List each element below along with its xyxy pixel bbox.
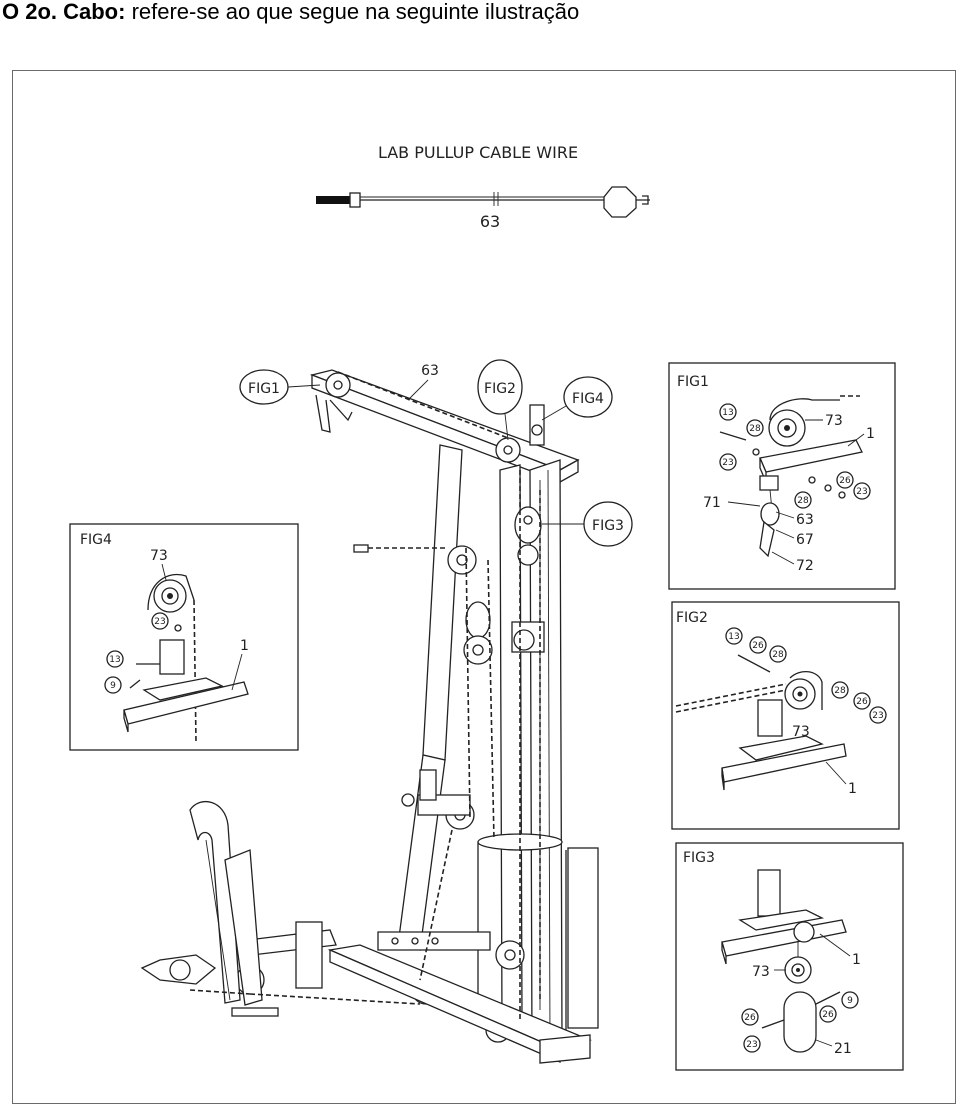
callout-fig3-text: FIG3 <box>592 518 624 534</box>
callout-fig2 <box>477 359 523 415</box>
fig4-part: 23 <box>154 617 165 627</box>
side-cable-grip <box>353 544 369 553</box>
fig1-part: 13 <box>722 408 733 418</box>
fig1-frame <box>668 362 896 590</box>
fig2-part: 23 <box>872 711 883 721</box>
fig1-part: 28 <box>749 424 761 434</box>
fig4-part: 9 <box>110 681 116 691</box>
fig1-ball-stop <box>760 502 780 526</box>
cable-part-number: 63 <box>480 212 500 231</box>
fig3-inset: FIG3 1 73 9 26 26 23 21 <box>675 842 904 1071</box>
fig2-part: 73 <box>792 724 810 740</box>
heading-prefix: O 2o. Cabo: <box>2 0 126 24</box>
fig2-part: 13 <box>728 632 739 642</box>
fig1-part: 23 <box>856 487 867 497</box>
callout-fig2-text: FIG2 <box>484 381 516 397</box>
callout-fig4-text: FIG4 <box>572 391 604 407</box>
fig1-part: 28 <box>797 496 809 506</box>
machine-drawing: FIG1 63 FIG2 FIG4 FIG3 <box>140 359 633 1064</box>
fig2-inset: FIG2 13 26 28 28 26 23 73 1 <box>671 601 900 830</box>
fig2-frame <box>671 601 900 830</box>
fig1-part: 26 <box>839 476 851 486</box>
fig3-part: 26 <box>744 1013 756 1023</box>
page-heading: O 2o. Cabo: refere-se ao que segue na se… <box>2 0 579 24</box>
fig4-part: 73 <box>150 548 168 564</box>
fig4-part: 1 <box>240 638 249 654</box>
fig1-part: 23 <box>722 458 733 468</box>
cable-end-nut <box>349 192 361 208</box>
callout-fig1-text: FIG1 <box>248 381 280 397</box>
fig3-title: FIG3 <box>683 850 715 866</box>
fig4-frame <box>69 523 299 751</box>
cable-title: LAB PULLUP CABLE WIRE <box>378 143 578 162</box>
heading-text: refere-se ao que segue na seguinte ilust… <box>125 0 580 24</box>
fig3-plate <box>757 869 781 917</box>
fig3-part: 9 <box>847 996 853 1006</box>
machine-callouts: FIG1 63 FIG2 FIG4 FIG3 <box>239 359 633 547</box>
fig4-part: 13 <box>109 655 120 665</box>
fig1-part: 71 <box>703 495 721 511</box>
fig2-part: 28 <box>772 650 784 660</box>
fig3-part: 1 <box>852 952 861 968</box>
fig1-title: FIG1 <box>677 374 709 390</box>
cable-end-grip <box>316 196 354 204</box>
fig2-plate <box>757 699 783 737</box>
front-pulley <box>325 372 351 398</box>
fig4-inset: FIG4 73 23 13 9 1 <box>69 523 299 751</box>
callout-cable-63: 63 <box>421 363 439 379</box>
fig4-title: FIG4 <box>80 532 112 548</box>
cable-runs <box>189 371 541 1020</box>
cable-ball-stop <box>603 186 637 218</box>
fig3-part: 73 <box>752 964 770 980</box>
fig1-part: 67 <box>796 532 814 548</box>
fig4-plate <box>159 639 185 675</box>
front-leg <box>189 801 241 1004</box>
fig2-title: FIG2 <box>676 610 708 626</box>
seat-bracket <box>377 931 491 951</box>
fig1-callouts: 13 28 73 1 23 28 26 23 71 63 67 72 <box>703 403 875 574</box>
fig2-part: 26 <box>856 697 868 707</box>
fig2-part: 26 <box>752 641 764 651</box>
diagram-frame <box>12 70 956 1104</box>
top-arm-pulley <box>495 437 521 463</box>
fig3-callouts: 1 73 9 26 26 23 21 <box>741 933 861 1057</box>
fig1-part: 63 <box>796 512 814 528</box>
fig1-inset: FIG1 13 28 73 1 23 28 26 23 71 63 6 <box>668 362 896 590</box>
fig1-part: 1 <box>866 426 875 442</box>
fig1-part: 72 <box>796 558 814 574</box>
cable-wire-drawing: LAB PULLUP CABLE WIRE 63 <box>316 143 650 231</box>
fig4-callouts: 73 23 13 9 1 <box>104 548 249 694</box>
fig2-callouts: 13 26 28 28 26 23 73 1 <box>725 627 887 797</box>
fig3-part: 21 <box>834 1041 852 1057</box>
fig3-part: 23 <box>746 1040 757 1050</box>
fig2-part: 28 <box>834 686 846 696</box>
cable-fork-end <box>636 195 650 205</box>
fig3-cover <box>783 991 817 1053</box>
callout-fig4 <box>563 376 613 418</box>
fig3-part: 26 <box>822 1010 834 1020</box>
leg-support <box>295 921 323 989</box>
fig1-part: 73 <box>825 413 843 429</box>
fig1-hook <box>759 520 775 558</box>
front-upright <box>422 444 463 761</box>
fig2-part: 1 <box>848 781 857 797</box>
